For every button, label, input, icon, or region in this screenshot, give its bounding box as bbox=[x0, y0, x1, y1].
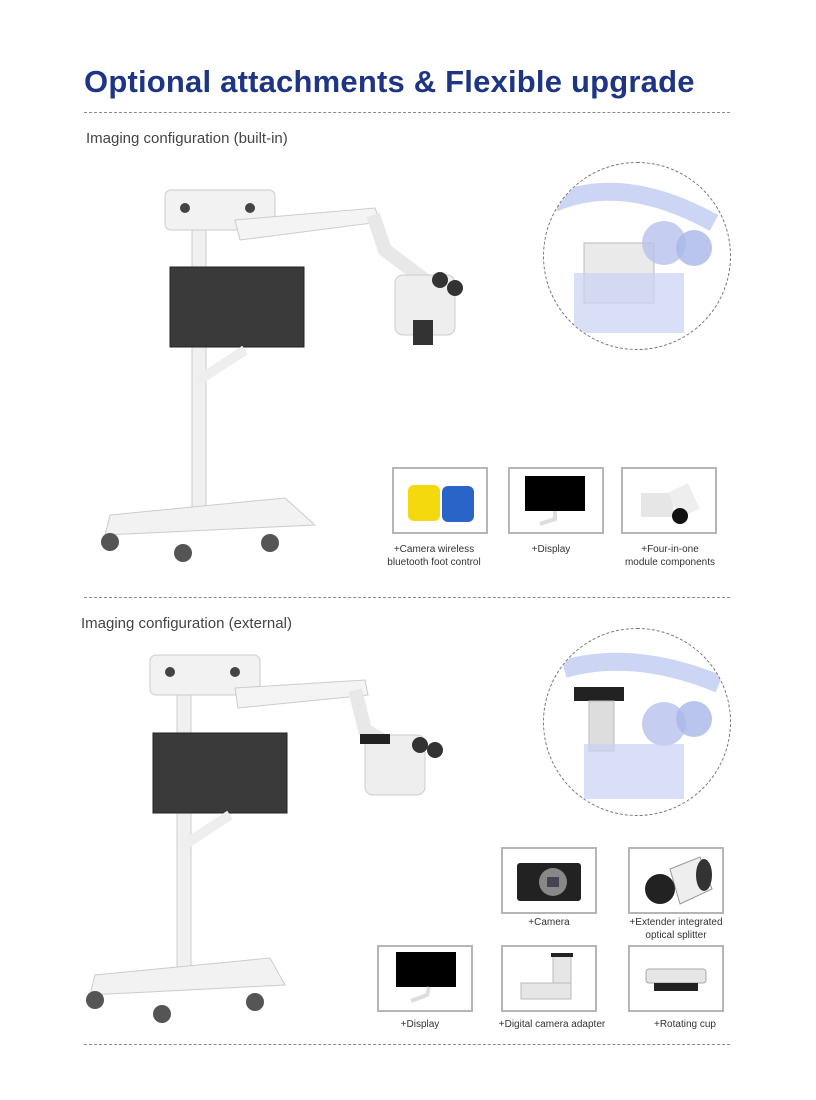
caption-camera-adapter: +Digital camera adapter bbox=[498, 1019, 606, 1030]
camera-adapter-thumbnail bbox=[501, 945, 597, 1012]
caption-camera: +Camera bbox=[528, 917, 570, 928]
caption-display: +Display bbox=[400, 1019, 440, 1030]
caption-display: +Display bbox=[531, 544, 571, 555]
camera-thumbnail bbox=[501, 847, 597, 914]
page-title: Optional attachments & Flexible upgrade bbox=[84, 64, 695, 99]
optical-splitter-thumbnail bbox=[628, 847, 724, 914]
display-thumbnail bbox=[377, 945, 473, 1012]
divider bbox=[84, 112, 730, 113]
divider bbox=[84, 1044, 730, 1045]
foot-control-thumbnail bbox=[392, 467, 488, 534]
microscope-stand-image bbox=[101, 189, 463, 562]
caption-rotating-cup: +Rotating cup bbox=[654, 1019, 716, 1030]
divider bbox=[84, 597, 730, 598]
section-heading-built-in: Imaging configuration (built-in) bbox=[86, 130, 288, 147]
rotating-cup-thumbnail bbox=[628, 945, 724, 1012]
detail-circle-built-in bbox=[543, 162, 731, 350]
detail-circle-external bbox=[543, 628, 731, 816]
module-components-thumbnail bbox=[621, 467, 717, 534]
microscope-stand-image bbox=[86, 654, 443, 1023]
section-heading-external: Imaging configuration (external) bbox=[81, 615, 292, 632]
display-thumbnail bbox=[508, 467, 604, 534]
